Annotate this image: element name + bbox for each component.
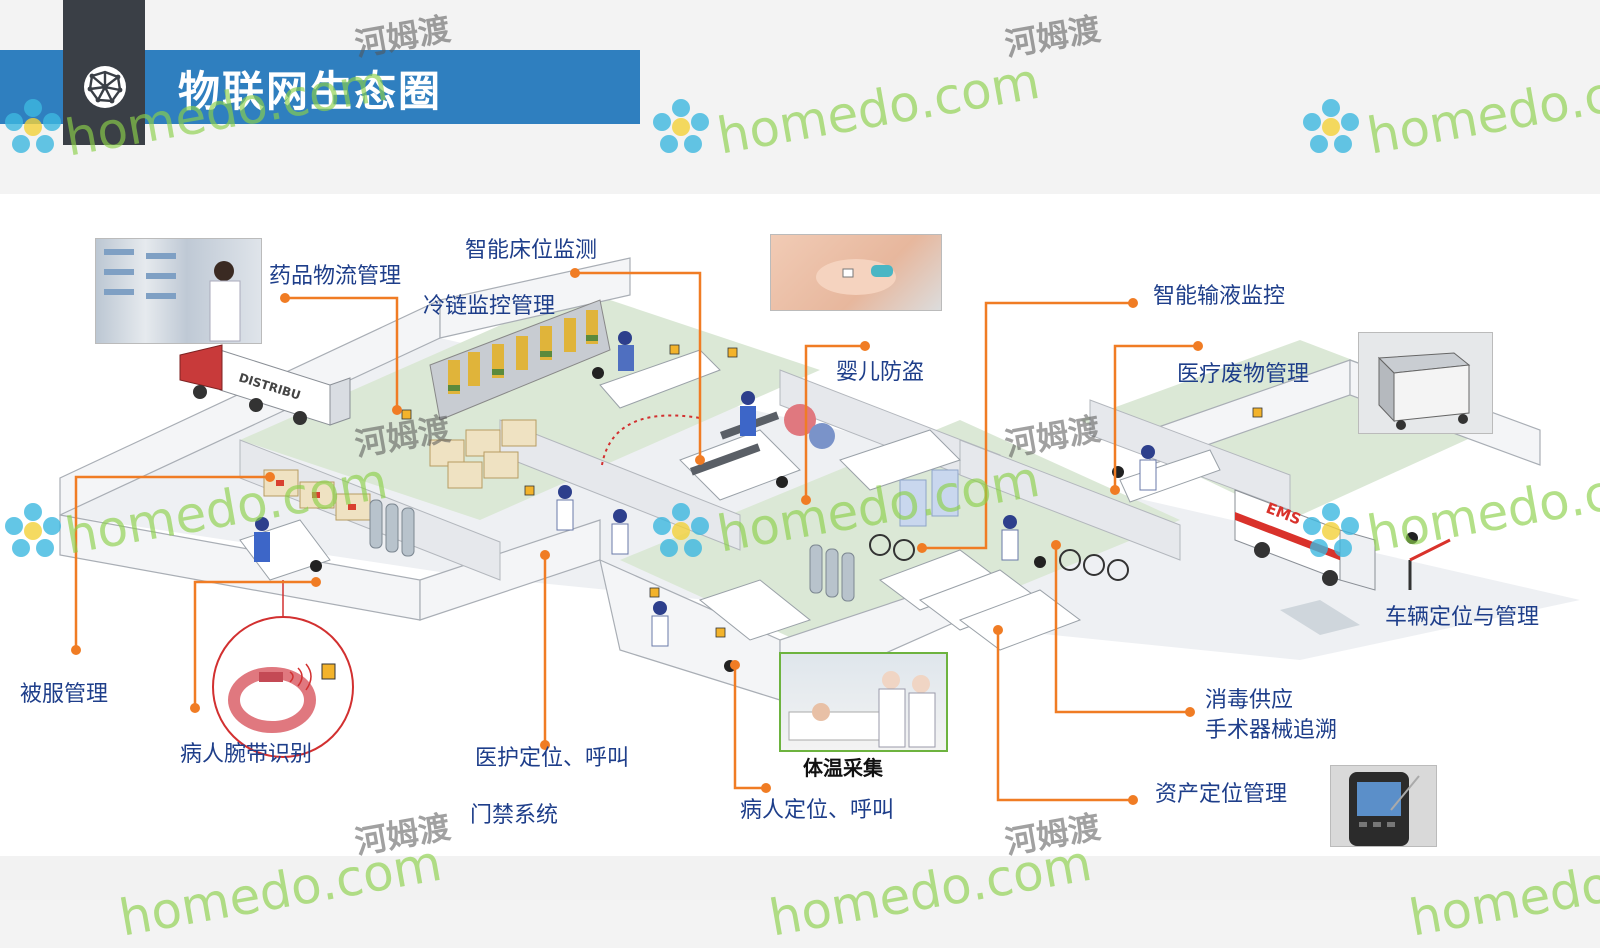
label-patient-location: 病人定位、呼叫 bbox=[740, 798, 895, 823]
leader-dots bbox=[71, 268, 1203, 805]
globe-network-icon bbox=[84, 66, 126, 108]
label-wristband: 病人腕带识别 bbox=[180, 742, 313, 767]
label-smart-infusion: 智能输液监控 bbox=[1153, 284, 1286, 309]
label-medical-waste: 医疗废物管理 bbox=[1177, 362, 1310, 387]
label-disinfection: 消毒供应 bbox=[1205, 688, 1294, 713]
infant-tag-photo bbox=[770, 234, 942, 311]
label-drug-logistics: 药品物流管理 bbox=[269, 264, 402, 289]
label-staff-location: 医护定位、呼叫 bbox=[475, 746, 630, 771]
label-infant-theft: 婴儿防盗 bbox=[836, 360, 925, 385]
page-title: 物联网生态圈 bbox=[178, 67, 443, 116]
label-smart-bed: 智能床位监测 bbox=[465, 238, 598, 263]
temperature-photo bbox=[779, 652, 948, 752]
label-cold-chain: 冷链监控管理 bbox=[423, 294, 556, 319]
waste-cart-photo bbox=[1358, 332, 1493, 434]
label-access-control: 门禁系统 bbox=[470, 803, 559, 828]
storage-shelves bbox=[429, 299, 611, 421]
footer-band bbox=[0, 856, 1600, 900]
zone-badges bbox=[310, 367, 1418, 672]
label-instrument-trace: 手术器械追溯 bbox=[1205, 718, 1338, 743]
staff-figures bbox=[254, 331, 1157, 647]
label-vehicle: 车辆定位与管理 bbox=[1385, 605, 1540, 630]
hospital-illustration: DISTRIBU EMS bbox=[59, 257, 1580, 805]
label-asset: 资产定位管理 bbox=[1155, 782, 1288, 807]
label-bedding: 被服管理 bbox=[20, 682, 109, 707]
caption-temperature: 体温采集 bbox=[803, 756, 883, 780]
delivery-truck: DISTRIBU bbox=[179, 344, 351, 426]
wristband-callout bbox=[212, 616, 354, 758]
handheld-device-photo bbox=[1330, 765, 1437, 847]
leader-lines bbox=[74, 271, 1198, 802]
pharmacy-photo bbox=[95, 238, 262, 344]
